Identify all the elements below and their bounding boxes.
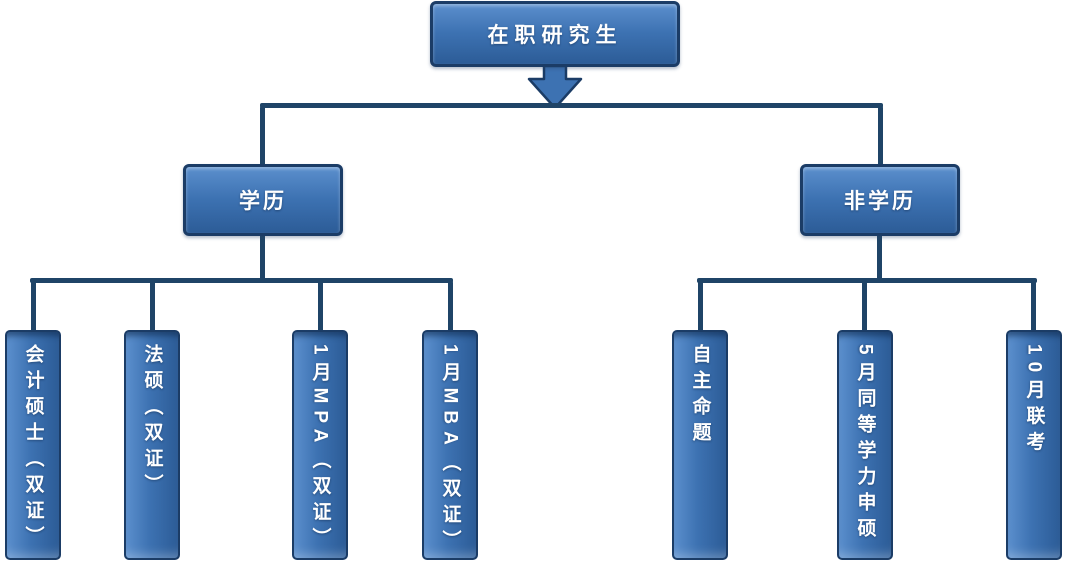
leaf-label: 1月MPA（双证） — [309, 344, 331, 554]
node-january-mpa: 1月MPA（双证） — [292, 330, 348, 560]
connector-top-horizontal — [260, 103, 883, 108]
leaf-label: 自主命题 — [689, 344, 711, 448]
connector-right-branch-vertical — [878, 106, 883, 166]
leaf-label: 会计硕士（双证） — [22, 344, 44, 552]
node-branch-non-degree: 非学历 — [800, 164, 960, 236]
down-arrow-icon — [527, 66, 583, 108]
node-january-mba: 1月MBA（双证） — [422, 330, 478, 560]
connector-leaf-drop — [698, 281, 703, 333]
node-accounting-masters: 会计硕士（双证） — [5, 330, 61, 560]
connector-leaf-drop — [1031, 281, 1036, 333]
node-law-masters: 法硕（双证） — [124, 330, 180, 560]
node-branch-degree-label: 学历 — [239, 190, 287, 213]
connector-leaf-drop — [318, 281, 323, 333]
leaf-label: 5月同等学力申硕 — [854, 344, 876, 544]
connector-right-horizontal — [697, 278, 1037, 283]
connector-leaf-drop — [150, 281, 155, 333]
leaf-label: 1月MBA（双证） — [439, 344, 461, 556]
connector-left-horizontal — [30, 278, 453, 283]
node-independent-proposition: 自主命题 — [672, 330, 728, 560]
node-branch-degree: 学历 — [183, 164, 343, 236]
connector-left-branch-vertical — [260, 106, 265, 166]
node-october-joint-exam: 10月联考 — [1006, 330, 1062, 560]
connector-right-stem — [877, 234, 882, 282]
connector-leaf-drop — [862, 281, 867, 333]
node-root: 在职研究生 — [430, 1, 680, 67]
leaf-label: 法硕（双证） — [141, 344, 163, 500]
node-may-equivalent-ability: 5月同等学力申硕 — [837, 330, 893, 560]
node-root-label: 在职研究生 — [487, 24, 623, 47]
connector-leaf-drop — [448, 281, 453, 333]
node-branch-non-degree-label: 非学历 — [844, 190, 916, 213]
connector-left-stem — [260, 234, 265, 282]
connector-leaf-drop — [31, 281, 36, 333]
leaf-label: 10月联考 — [1023, 344, 1045, 458]
